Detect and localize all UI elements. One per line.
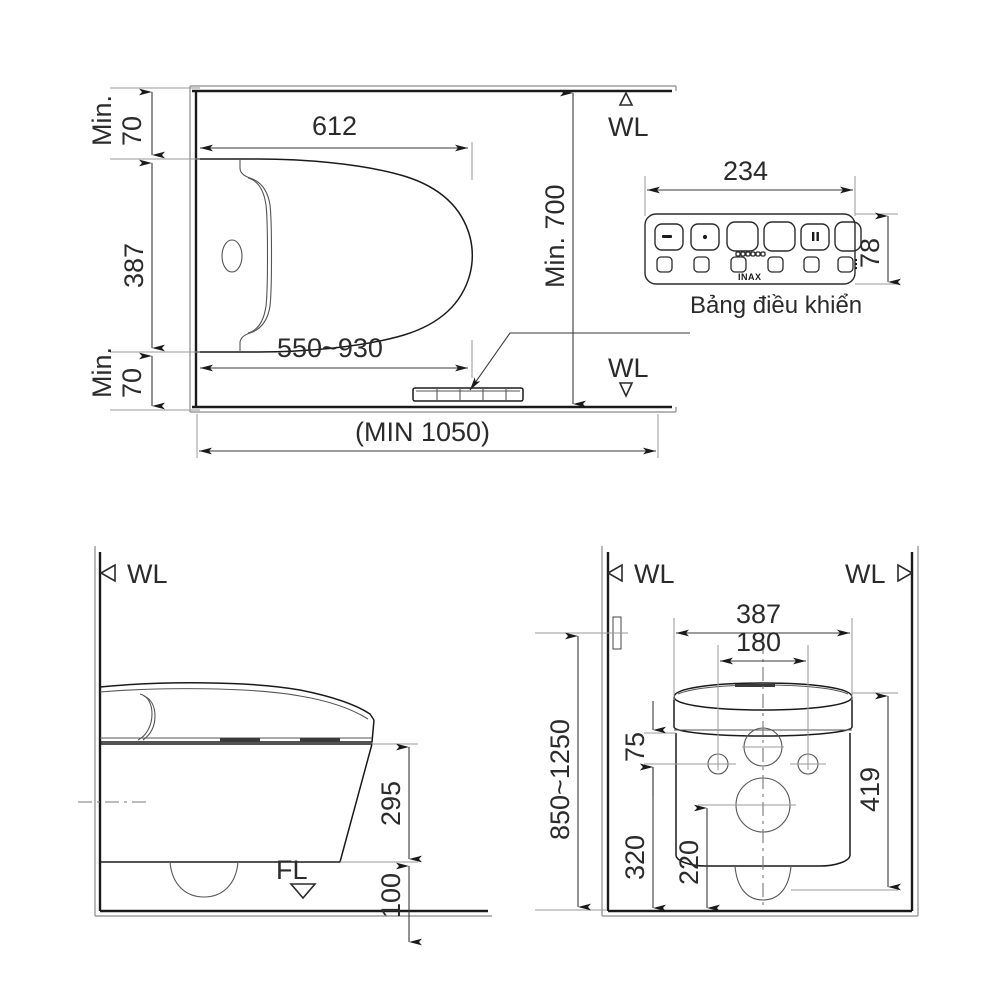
fl-triangle-icon xyxy=(289,883,317,900)
floor-drain-grating xyxy=(412,387,524,402)
panel-sub-button-4[interactable] xyxy=(767,256,784,273)
control-panel-sub-buttons xyxy=(656,251,857,273)
control-panel-detail-group: 234 xyxy=(644,156,901,319)
side-wl-label: WL xyxy=(127,559,168,589)
dim-value-295: 295 xyxy=(376,781,406,826)
front-wl-marker-right: WL xyxy=(845,559,914,589)
toilet-side-outline xyxy=(78,682,375,898)
dim-value-78: 78 xyxy=(855,238,885,268)
wl-triangle-icon xyxy=(99,563,116,583)
dim-min-1050: (MIN 1050) xyxy=(196,414,659,458)
side-view-group: WL FL xyxy=(78,546,492,946)
panel-sub-button-5[interactable] xyxy=(803,256,820,273)
seat-gasket xyxy=(300,738,340,742)
panel-button-3[interactable] xyxy=(726,221,759,252)
dim-bolt-spacing-180: 180 xyxy=(717,627,809,770)
wl-triangle-icon xyxy=(606,563,623,583)
panel-button-5[interactable] xyxy=(800,223,830,251)
panel-button-1[interactable] xyxy=(654,223,684,251)
dim-plan-body-width: 387 xyxy=(119,159,165,352)
side-view-walls xyxy=(94,546,492,917)
wl-label-top: WL xyxy=(608,112,649,142)
panel-brand-label: INAX xyxy=(738,272,762,282)
dim-mount-height-range: 850~1250 xyxy=(535,632,606,911)
dim-min-bottom-clearance: Min. 70 xyxy=(87,347,200,411)
dim-value-419: 419 xyxy=(855,767,885,812)
top-view-walls xyxy=(189,85,677,413)
dim-range-550-930: 550~930 xyxy=(200,333,473,378)
side-fl-marker: FL xyxy=(276,855,317,900)
dim-front-height-419: 419 xyxy=(791,692,901,891)
dim-min-700: Min. 700 xyxy=(540,89,586,408)
control-panel-body[interactable] xyxy=(644,213,856,285)
dim-value-387-front: 387 xyxy=(736,599,781,629)
dim-panel-width-234: 234 xyxy=(644,156,856,216)
front-view-group: WL WL xyxy=(535,546,919,917)
mini-mark-icon xyxy=(855,259,857,269)
dim-min-top-clearance: Min. 70 xyxy=(87,87,200,160)
lid-gasket xyxy=(735,684,775,687)
indicator-dots-icon xyxy=(735,251,766,257)
side-fl-label: FL xyxy=(276,855,308,885)
dim-value-75: 75 xyxy=(620,732,650,762)
wl-triangle-icon xyxy=(618,382,634,398)
panel-sub-button-6[interactable] xyxy=(837,256,854,273)
dim-panel-height-78: 78 xyxy=(855,212,901,286)
dim-label-min-bottom: Min. xyxy=(87,347,117,398)
dim-value-min-1050: (MIN 1050) xyxy=(355,417,490,447)
dim-value-850-1250: 850~1250 xyxy=(545,719,575,840)
panel-button-2[interactable] xyxy=(690,223,720,251)
dim-value-550-930: 550~930 xyxy=(277,333,383,363)
drain-leader-line xyxy=(469,332,690,391)
dim-value-100: 100 xyxy=(376,873,406,918)
dim-projection-612: 612 xyxy=(200,111,473,180)
panel-button-6[interactable] xyxy=(834,221,862,252)
panel-button-4[interactable] xyxy=(763,221,796,252)
dim-bowl-height-295: 295 xyxy=(340,743,422,863)
minus-icon xyxy=(662,235,672,238)
seat-gasket xyxy=(220,738,260,742)
dim-value-180: 180 xyxy=(736,627,781,657)
dim-value-612: 612 xyxy=(312,111,357,141)
dim-value-320: 320 xyxy=(620,835,650,880)
control-panel-main-buttons xyxy=(654,221,862,252)
top-view-group: Min. 70 387 Min. 70 612 550~930 xyxy=(87,85,690,458)
wl-marker-top: WL xyxy=(608,91,649,142)
dim-value-min-bottom: 70 xyxy=(117,368,147,398)
dot-icon xyxy=(702,234,708,240)
front-wl-label-right: WL xyxy=(845,559,886,589)
wl-triangle-icon xyxy=(618,91,634,106)
panel-sub-button-3[interactable] xyxy=(730,256,747,273)
dim-outlet-to-floor-220: 220 xyxy=(674,804,736,912)
dim-front-width-387: 387 xyxy=(673,599,853,700)
pause-icon xyxy=(816,232,819,241)
wl-marker-bottom: WL xyxy=(608,353,649,398)
toilet-plan-outline xyxy=(197,158,473,353)
dim-label-min-top: Min. xyxy=(87,95,117,146)
front-wl-marker-left: WL xyxy=(606,559,675,589)
dim-value-min-top: 70 xyxy=(117,116,147,146)
front-wl-label-left: WL xyxy=(634,559,675,589)
control-panel-caption: Bảng điều khiển xyxy=(690,292,862,319)
pause-icon xyxy=(812,232,815,241)
dim-value-min-700: Min. 700 xyxy=(540,184,570,288)
dim-value-220: 220 xyxy=(674,840,704,885)
dim-bolt-to-floor-320: 320 xyxy=(620,763,666,912)
dim-floor-gap-100: 100 xyxy=(376,862,422,946)
panel-sub-button-1[interactable] xyxy=(656,256,673,273)
dim-value-234: 234 xyxy=(723,156,768,186)
dim-value-387-plan: 387 xyxy=(119,243,149,288)
wl-label-bottom: WL xyxy=(608,353,649,383)
wl-triangle-icon xyxy=(897,563,914,583)
side-wl-marker: WL xyxy=(99,559,168,589)
panel-sub-button-2[interactable] xyxy=(693,256,710,273)
